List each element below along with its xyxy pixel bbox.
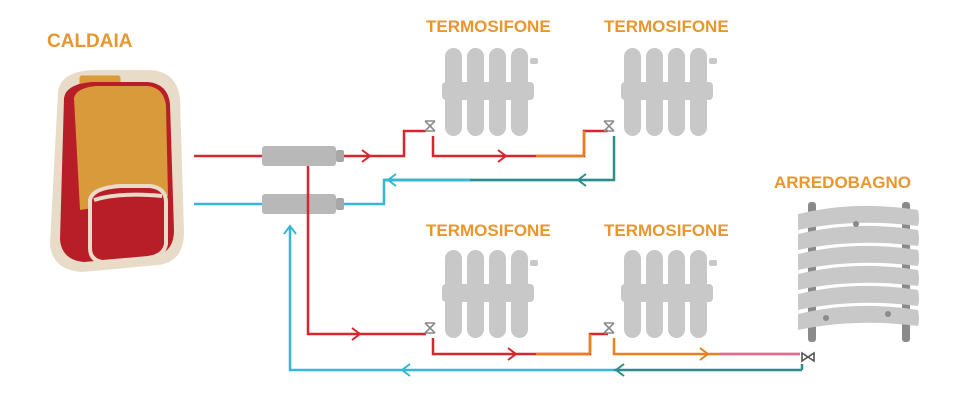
boiler-icon <box>50 70 184 272</box>
arrow-icon <box>576 173 587 187</box>
radiator-top-1-label: TERMOSIFONE <box>426 17 551 36</box>
boiler-label: CALDAIA <box>47 31 133 52</box>
valve-icon <box>424 322 436 334</box>
cold-pipe-top <box>344 178 610 206</box>
arrow-icon <box>497 149 508 163</box>
radiator-icon <box>621 48 717 136</box>
manifold-icon <box>262 146 344 214</box>
arrow-icon <box>614 363 625 377</box>
towel-rail-icon <box>798 202 919 342</box>
arrow-icon <box>699 347 710 361</box>
hot-pipe-bottom <box>306 166 426 336</box>
arrow-icon <box>400 363 411 377</box>
radiator-icon <box>442 250 538 338</box>
radiator-top-2-label: TERMOSIFONE <box>604 17 729 36</box>
arrow-icon <box>507 347 518 361</box>
valve-icon <box>603 322 615 334</box>
valve-icon <box>424 120 436 132</box>
arrow-icon <box>361 149 372 163</box>
hot-pipe-top <box>344 129 426 158</box>
mixed-pipe-towel <box>612 338 800 356</box>
cold-pipe-bottom <box>288 226 614 372</box>
return-pipe-top <box>384 136 616 182</box>
radiator-icon <box>442 48 538 136</box>
radiator-icon <box>621 250 717 338</box>
towel-rail-label: ARREDOBAGNO <box>774 173 911 192</box>
radiator-bottom-2-label: TERMOSIFONE <box>604 221 729 240</box>
arrow-icon <box>283 224 297 235</box>
valve-icon <box>801 351 815 363</box>
radiator-bottom-1-label: TERMOSIFONE <box>426 221 551 240</box>
arrow-icon <box>351 327 362 341</box>
valve-icon <box>603 120 615 132</box>
